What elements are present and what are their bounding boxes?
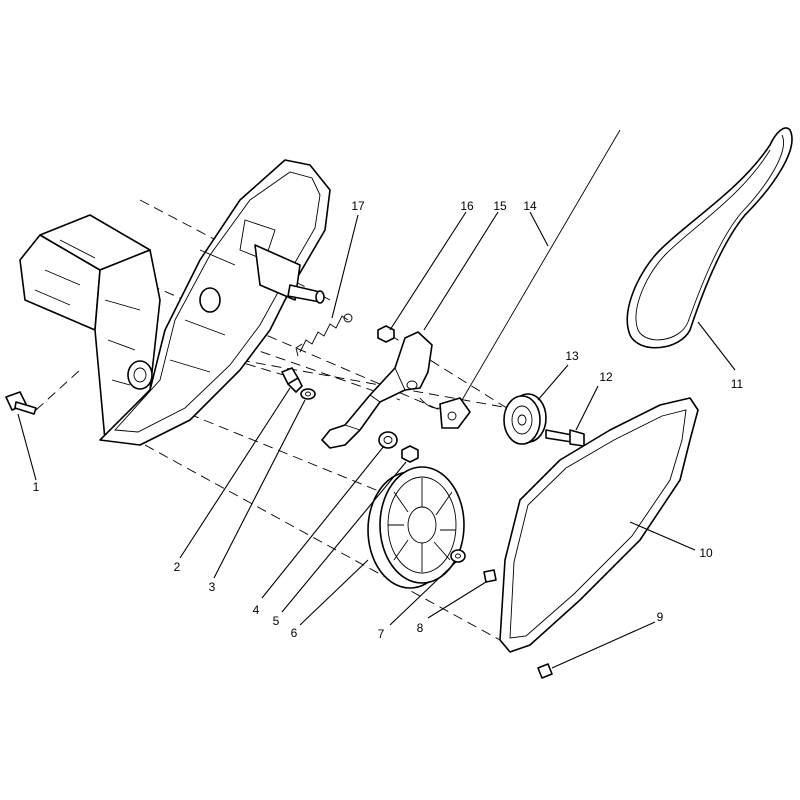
- callout-13: 13: [565, 349, 579, 363]
- callout-3: 3: [209, 580, 216, 594]
- callout-8: 8: [417, 621, 424, 635]
- callout-17: 17: [351, 199, 365, 213]
- callout-2: 2: [174, 560, 181, 574]
- v-belt-part-11: [626, 127, 793, 349]
- callout-14: 14: [523, 199, 537, 213]
- callout-4: 4: [253, 603, 260, 617]
- belt-cover-part-10: [499, 397, 699, 653]
- callout-15: 15: [493, 199, 507, 213]
- callout-12: 12: [599, 370, 613, 384]
- bolt-part-12: [545, 429, 585, 447]
- idler-bracket-part-15: [321, 331, 433, 449]
- belt-cover-housing: [99, 159, 331, 446]
- washer-part-3: [300, 388, 316, 400]
- shaft-stub: [287, 284, 325, 304]
- callout-1: 1: [33, 480, 40, 494]
- callout-5: 5: [273, 614, 280, 628]
- callout-leaders: [17, 211, 736, 669]
- washer-part-7: [450, 549, 466, 563]
- callout-16: 16: [460, 199, 474, 213]
- drive-pulley-part-6: [367, 466, 465, 589]
- callout-10: 10: [699, 546, 713, 560]
- bolt-part-8: [483, 569, 497, 583]
- idler-pulley-part-13: [503, 393, 547, 445]
- bolt-part-1: [5, 391, 37, 415]
- callout-6: 6: [291, 626, 298, 640]
- gearbox-housing: [19, 214, 161, 441]
- cable-part-14: [419, 129, 621, 429]
- spring-part-17: [295, 313, 353, 357]
- spacer-part-4: [378, 431, 398, 449]
- bracket-part-2: [281, 367, 303, 393]
- screw-part-9: [537, 663, 553, 679]
- callout-11: 11: [731, 377, 744, 391]
- nut-part-5: [401, 445, 419, 463]
- callout-9: 9: [657, 610, 664, 624]
- callout-labels: 1 2 3 4 5 6 7 8 9 10 11 12 13 14 15 16 1…: [33, 199, 744, 641]
- callout-7: 7: [378, 627, 385, 641]
